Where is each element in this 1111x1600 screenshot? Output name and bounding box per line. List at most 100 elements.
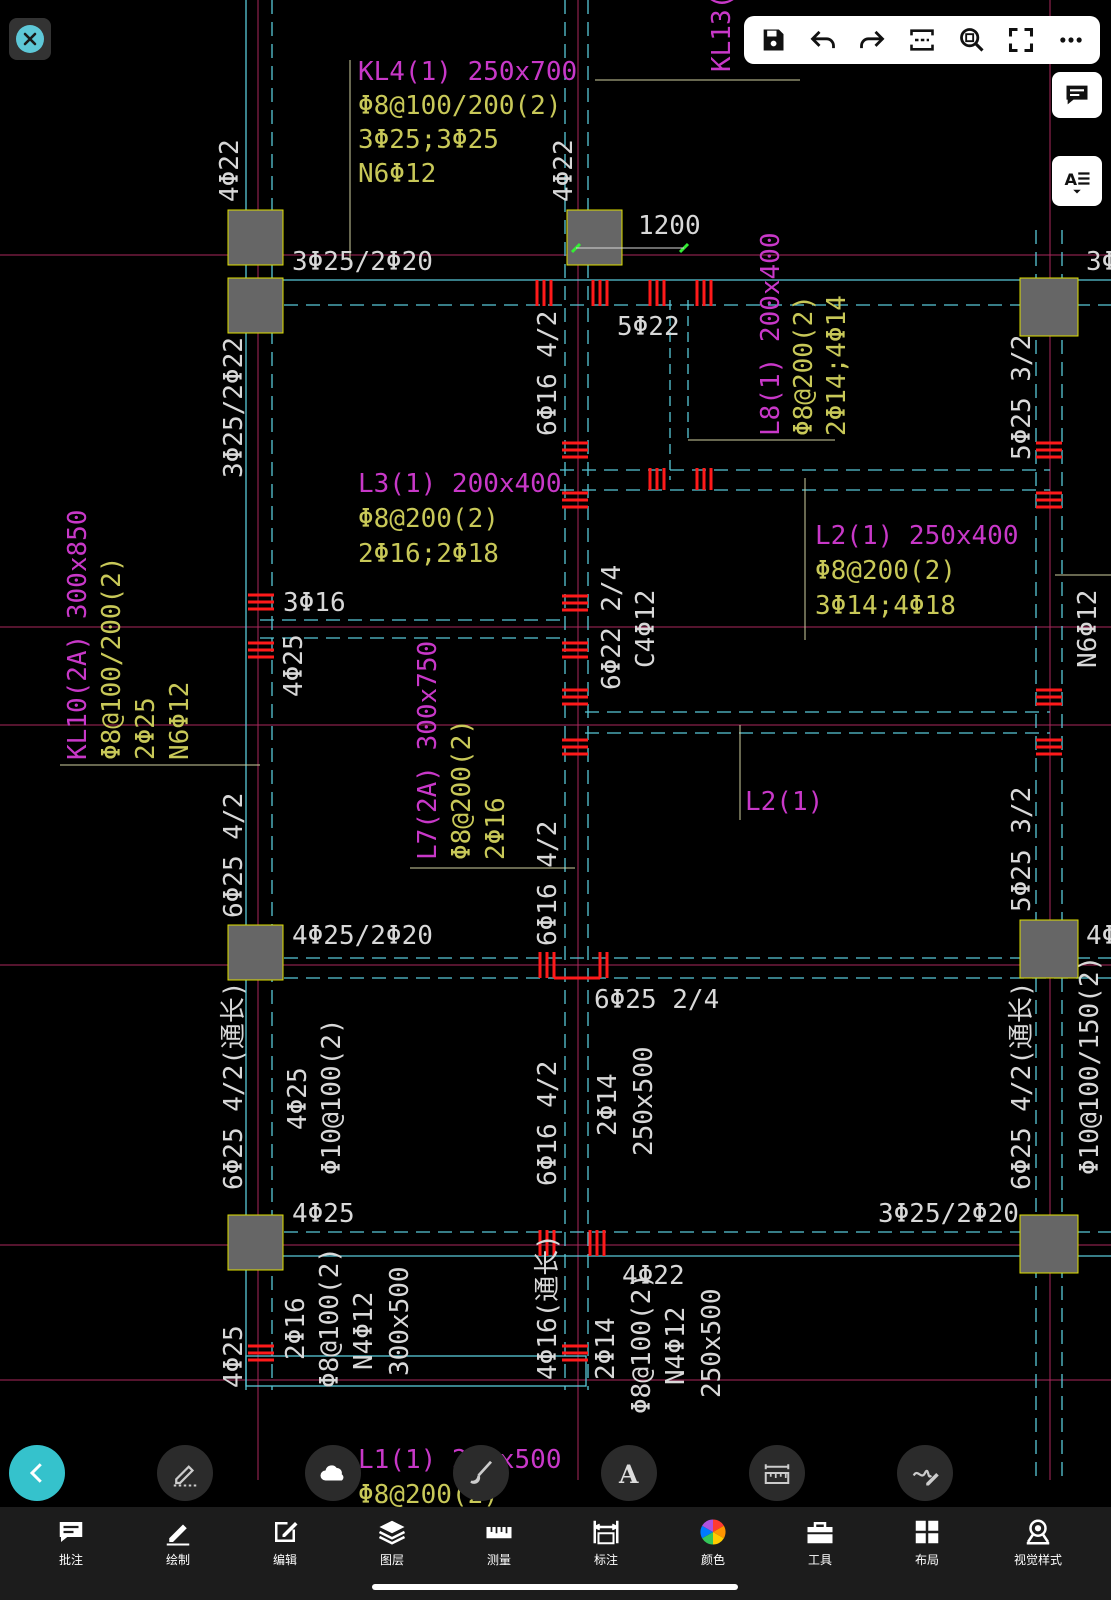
annotation-four-22: 4Φ22 [622, 1261, 685, 1291]
annotation-col-top-mid: 4Φ22 [549, 139, 579, 202]
undo-icon [810, 30, 835, 49]
nav-visual-style[interactable]: 视觉样式 [998, 1517, 1078, 1568]
nav-tools-label: 工具 [807, 1553, 832, 1567]
nav-color-label: 颜色 [700, 1553, 725, 1567]
svg-text:A: A [618, 1460, 639, 1488]
measure-icon [486, 1527, 512, 1539]
annotation-three-25-2-20: 3Φ25/2Φ20 [878, 1199, 1019, 1229]
annotation-right-4-cut: 4Φ [1086, 921, 1111, 951]
annotation-two-16: 2Φ16 [281, 1297, 311, 1360]
annotation-col-top-left: 4Φ22 [215, 139, 245, 202]
color-icon [700, 1519, 726, 1545]
toolbox-icon [807, 1522, 833, 1544]
annotation-l8-rebar: 2Φ14;4Φ14 [822, 295, 852, 436]
annotation-top-right-cut: 3Φ [1086, 247, 1111, 277]
home-indicator [372, 1584, 738, 1590]
nav-layers[interactable]: 图层 [352, 1517, 432, 1568]
sign-button[interactable] [897, 1445, 953, 1501]
save-icon [763, 29, 784, 51]
annotation-l7-rebar: 2Φ16 [481, 797, 511, 860]
annotation-size-250x500-a: 250x500 [629, 1046, 659, 1156]
nav-tools[interactable]: 工具 [780, 1517, 860, 1568]
redo-button[interactable] [852, 20, 892, 60]
text-style-button[interactable]: A [1052, 156, 1102, 206]
annotation-top-bar-support: 3Φ25/2Φ20 [292, 247, 433, 277]
text-icon: A [618, 1460, 639, 1488]
back-icon [29, 1463, 42, 1483]
annotation-l2-stirrup: Φ8@200(2) [815, 556, 956, 586]
annotation-mid-6-16-top: 6Φ16 4/2 [533, 311, 563, 436]
nav-layout-label: 布局 [914, 1553, 939, 1567]
layers-icon [378, 1520, 406, 1545]
nav-measure[interactable]: 测量 [459, 1517, 539, 1568]
nav-layout[interactable]: 布局 [887, 1517, 967, 1568]
annotation-right-tongchang: 6Φ25 4/2(通长) [1007, 981, 1037, 1190]
annotation-phi10-100: Φ10@100(2) [317, 1018, 347, 1175]
annotation-right-5-25-mid: 5Φ25 3/2 [1007, 787, 1037, 912]
annotation-texts: KL4(1) 250x700 Φ8@100/200(2) 3Φ25;3Φ25 N… [63, 0, 1111, 1510]
markup-pen-icon [173, 1465, 197, 1487]
annotation-four-25-b: 4Φ25 [283, 1067, 313, 1130]
more-button[interactable] [1051, 20, 1091, 60]
annotation-kl10-title: KL10(2A) 300x850 [63, 510, 93, 760]
close-button[interactable] [9, 18, 51, 60]
annotation-right-5-25-top: 5Φ25 3/2 [1007, 335, 1037, 460]
save-button[interactable] [753, 20, 793, 60]
annotation-n4-12-b: N4Φ12 [661, 1307, 691, 1385]
fit-width-button[interactable] [902, 20, 942, 60]
annotation-l8-stirrup: Φ8@200(2) [789, 295, 819, 436]
annotation-dim-1200: 1200 [638, 211, 701, 241]
annotation-four-25-2-20: 4Φ25/2Φ20 [292, 921, 433, 951]
zoom-button[interactable] [952, 20, 992, 60]
annotation-left-tongchang: 6Φ25 4/2(通长) [219, 981, 249, 1190]
annotation-kl10-rebar: 2Φ25 [131, 697, 161, 760]
nav-measure-label: 测量 [486, 1553, 511, 1567]
comment-list-button[interactable] [1052, 72, 1102, 118]
annotation-kl4-rebar: 3Φ25;3Φ25 [358, 125, 499, 155]
annotation-kl13: KL13( [707, 0, 737, 72]
annotation-phi8-100-a: Φ8@100(2) [315, 1247, 345, 1388]
annotation-three-16: 3Φ16 [283, 588, 346, 618]
cloud-icon [320, 1465, 344, 1481]
back-button[interactable] [9, 1445, 65, 1501]
annotation-kl4-stirrup: Φ8@100/200(2) [358, 91, 562, 121]
annotation-four-16-tongchang: 4Φ16(通长) [533, 1234, 563, 1380]
annotation-kl10-waist: N6Φ12 [165, 682, 195, 760]
nav-color[interactable]: 颜色 [673, 1517, 753, 1568]
annotate-icon [59, 1522, 83, 1542]
fullscreen-button[interactable] [1001, 20, 1041, 60]
nav-annotate[interactable]: 批注 [31, 1517, 111, 1568]
annotation-six-22: 6Φ22 2/4 [597, 565, 627, 690]
cloud-button[interactable] [305, 1445, 361, 1501]
annotation-four-25-c: 4Φ25 [292, 1199, 355, 1229]
annotation-mid-6-16-mid: 6Φ16 4/2 [533, 821, 563, 946]
svg-text:A: A [1065, 170, 1078, 189]
annotation-kl10-stirrup: Φ8@100/200(2) [97, 557, 127, 761]
annotation-four-25-a: 4Φ25 [279, 634, 309, 697]
text-style-icon: A [1065, 170, 1090, 194]
annotation-size-300x500: 300x500 [385, 1266, 415, 1376]
ruler-icon [764, 1464, 790, 1484]
nav-dimension[interactable]: 标注 [566, 1517, 646, 1568]
brush-icon [470, 1460, 493, 1484]
columns[interactable] [227, 209, 1079, 1274]
undo-button[interactable] [803, 20, 843, 60]
ruler-button[interactable] [749, 1445, 805, 1501]
brush-button[interactable] [453, 1445, 509, 1501]
markup-pen-button[interactable] [157, 1445, 213, 1501]
more-icon [1060, 37, 1082, 43]
annotation-left-6-25: 6Φ25 4/2 [219, 793, 249, 918]
annotation-left-support-1: 3Φ25/2Φ22 [219, 337, 249, 478]
nav-draw[interactable]: 绘制 [138, 1517, 218, 1568]
nav-edit[interactable]: 编辑 [245, 1517, 325, 1568]
top-toolbar [744, 16, 1100, 64]
annotation-n4-12-a: N4Φ12 [349, 1292, 379, 1370]
annotation-size-250x500-b: 250x500 [697, 1288, 727, 1398]
annotation-five-22: 5Φ22 [617, 312, 680, 342]
nav-layers-label: 图层 [379, 1553, 404, 1567]
annotation-kl4-title: KL4(1) 250x700 [358, 57, 577, 87]
fit-width-icon [910, 29, 934, 51]
comment-list-icon [1066, 85, 1088, 105]
text-tool-button[interactable]: A [601, 1445, 657, 1501]
